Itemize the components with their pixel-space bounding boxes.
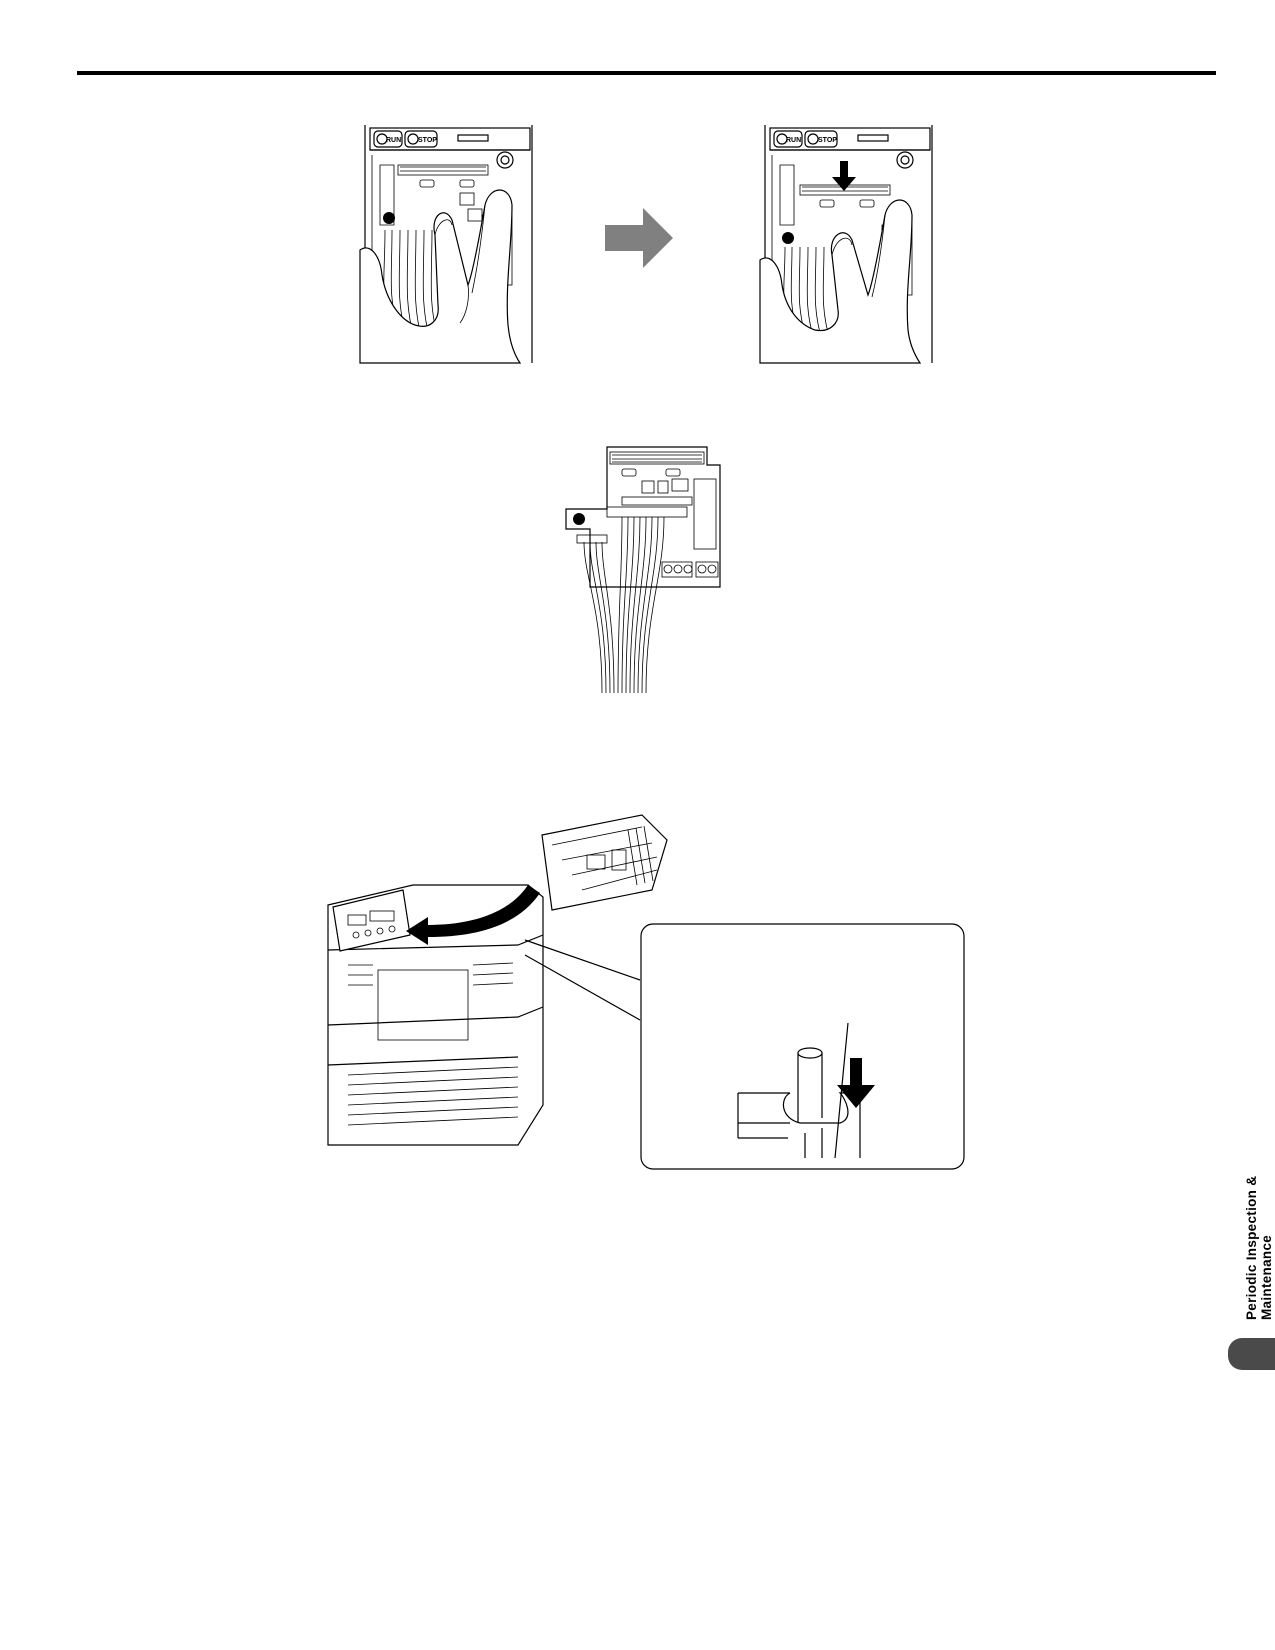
sidebar-label-line1: Periodic Inspection & xyxy=(1244,1176,1259,1320)
callout-lines xyxy=(524,939,641,1021)
figure-board-module xyxy=(541,814,668,911)
arrow-down-icon xyxy=(832,161,856,191)
run-label: RUN xyxy=(386,137,401,144)
figure-terminal-board xyxy=(565,446,721,694)
section-tab xyxy=(1228,1338,1275,1370)
figure-install-board xyxy=(327,884,544,1146)
run-label: RUN xyxy=(786,137,801,144)
board-marker xyxy=(782,232,794,244)
arrow-down-icon xyxy=(837,1058,875,1108)
transition-arrow-icon xyxy=(605,208,673,268)
stop-label: STOP xyxy=(818,137,837,144)
detail-callout-box xyxy=(640,923,965,1170)
board-marker xyxy=(383,212,395,224)
section-sidebar-label: Periodic Inspection & Maintenance xyxy=(1228,1160,1275,1320)
board-marker xyxy=(573,513,585,525)
run-button-drawing: RUN xyxy=(773,130,803,148)
figure-remove-board-before: RUN STOP xyxy=(359,125,533,364)
run-button-drawing: RUN xyxy=(373,130,403,148)
figure-remove-board-after: RUN STOP xyxy=(759,125,933,364)
stop-button-drawing: STOP xyxy=(804,130,838,148)
header-rule xyxy=(77,71,1216,75)
insert-arrow-icon xyxy=(406,885,540,945)
sidebar-label-line2: Maintenance xyxy=(1259,1235,1274,1320)
stop-label: STOP xyxy=(418,137,437,144)
stop-button-drawing: STOP xyxy=(404,130,438,148)
